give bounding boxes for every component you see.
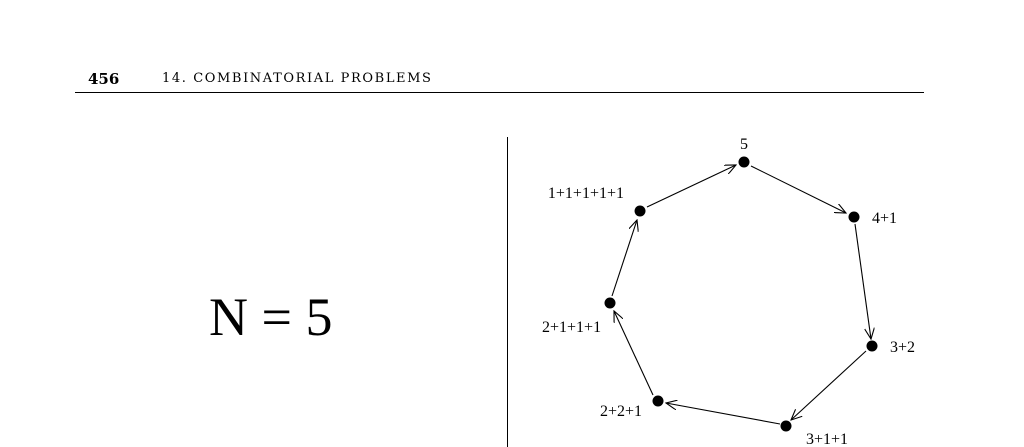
running-title: 14. COMBINATORIAL PROBLEMS [162, 71, 433, 86]
node-label-1plus1plus1plus1plus1: 1+1+1+1+1 [548, 185, 624, 202]
node-label-5: 5 [740, 136, 748, 153]
edge-2plus1plus1plus1-to-1plus1plus1plus1plus1 [611, 220, 637, 297]
node-label-2plus2plus1: 2+2+1 [600, 403, 642, 420]
edge-1plus1plus1plus1plus1-to-5 [646, 165, 736, 208]
edge-3plus2-to-3plus1plus1 [791, 350, 867, 420]
edge-5-to-4plus1 [750, 165, 846, 213]
node-2plus1plus1plus1 [604, 297, 616, 309]
header-rule [75, 92, 924, 93]
diagram-labels: 5 4+1 3+2 3+1+1 2+2+1 2+1+1+1 1+1+1+1+1 [542, 136, 915, 447]
node-label-2plus1plus1plus1: 2+1+1+1 [542, 319, 601, 336]
node-3plus2 [866, 340, 878, 352]
formula-n-equals: N = 5 [209, 287, 333, 347]
page-header: 456 14. COMBINATORIAL PROBLEMS [0, 0, 1024, 100]
node-label-4plus1: 4+1 [872, 210, 897, 227]
node-label-3plus2: 3+2 [890, 339, 915, 356]
vertical-divider [507, 137, 508, 447]
node-1plus1plus1plus1plus1 [634, 205, 646, 217]
diagram-edges [611, 165, 871, 425]
node-3plus1plus1 [780, 420, 792, 432]
diagram-nodes [604, 156, 878, 432]
node-5 [738, 156, 750, 168]
node-label-3plus1plus1: 3+1+1 [806, 431, 848, 447]
node-2plus2plus1 [652, 395, 664, 407]
edge-2plus2plus1-to-2plus1plus1plus1 [614, 311, 654, 396]
edge-3plus1plus1-to-2plus2plus1 [666, 403, 781, 425]
page-number: 456 [88, 70, 120, 88]
edge-4plus1-to-3plus2 [854, 223, 871, 339]
node-4plus1 [848, 211, 860, 223]
